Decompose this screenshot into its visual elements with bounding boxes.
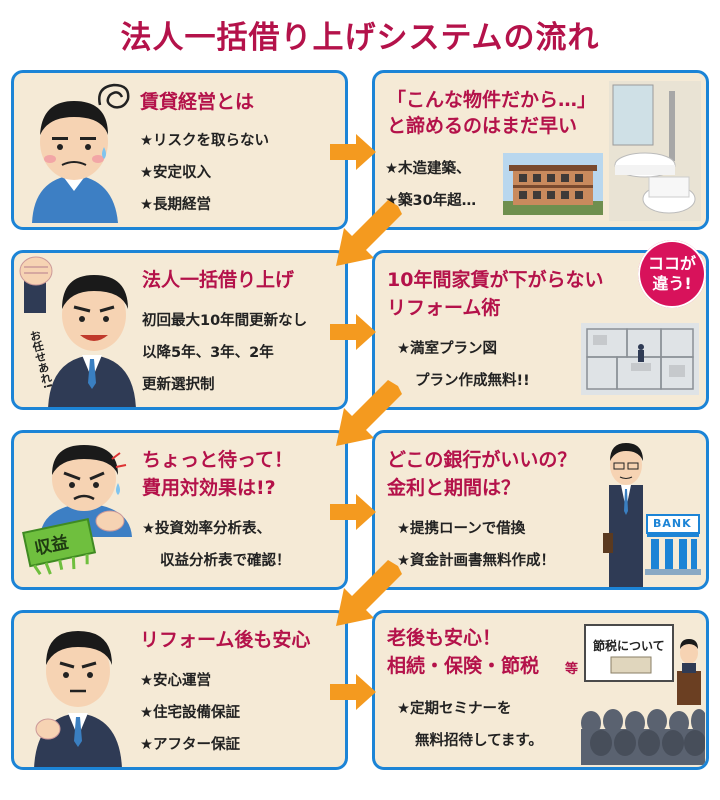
step-title-line: 「こんな物件だから…」 xyxy=(387,89,597,111)
arrow-diagonal-2 xyxy=(336,380,402,446)
step-title-line: 金利と期間は？ xyxy=(387,477,521,499)
old-apartment-photo xyxy=(503,153,603,215)
businessman-fist-illustration xyxy=(34,631,122,767)
banker-with-glasses-illustration xyxy=(603,443,643,587)
step-panel-cost-effect: 収益 ちょっと待って！ 費用対効果は!? ★投資効率分析表、 収益分析表で確認！ xyxy=(11,430,348,590)
raised-fist-icon xyxy=(19,256,53,313)
seminar-board-text: 節税について xyxy=(593,639,665,653)
arrow-right-1 xyxy=(330,134,376,170)
step-panel-rental-management: 賃貸経営とは ★リスクを取らない ★安定収入 ★長期経営 xyxy=(11,70,348,230)
profit-sign-icon xyxy=(22,517,97,575)
step-item: ★木造建築、 xyxy=(385,161,471,177)
floor-plan-image xyxy=(581,323,699,395)
step-item: ★安心運営 xyxy=(140,673,211,689)
step-title-line: 老後も安心！ xyxy=(387,627,502,649)
arrow-right-4 xyxy=(330,674,376,710)
step-item: 以降5年、3年、2年 xyxy=(142,345,274,361)
step-title-line: ちょっと待って！ xyxy=(142,449,294,471)
step-item: 更新選択制 xyxy=(142,377,215,393)
step-item: 初回最大10年間更新なし xyxy=(142,313,308,329)
worried-man-illustration xyxy=(32,101,118,223)
step-title-line: 費用対効果は!? xyxy=(142,477,276,499)
step-item: ★投資効率分析表、 xyxy=(142,521,271,537)
step-item: ★資金計画書無料作成！ xyxy=(397,553,555,569)
bank-sign-text: BANK xyxy=(653,517,692,530)
step-title: 賃貸経営とは xyxy=(140,91,255,113)
old-bathroom-photo xyxy=(609,81,701,221)
step-item: ★アフター保証 xyxy=(140,737,240,753)
step-item: ★定期セミナーを xyxy=(397,701,512,717)
step-item: プラン作成無料!! xyxy=(415,373,530,389)
step-panel-bank-loan: どこの銀行がいいの？ 金利と期間は？ ★提携ローンで借換 ★資金計画書無料作成！… xyxy=(372,430,709,590)
step-item: ★築30年超… xyxy=(385,193,477,209)
worry-scribble-icon xyxy=(98,83,130,109)
step-title-line: と諦めるのはまだ早い xyxy=(387,115,578,137)
step-title: 法人一括借り上げ xyxy=(142,269,295,291)
step-panel-bulk-lease: 法人一括借り上げ 初回最大10年間更新なし 以降5年、3年、2年 更新選択制 お… xyxy=(11,250,348,410)
step-title-line: 相続・保険・節税 xyxy=(387,655,540,677)
step-item: ★安定収入 xyxy=(140,165,211,181)
arrow-right-3 xyxy=(330,494,376,530)
arrow-diagonal-1 xyxy=(336,200,402,266)
step-title-line: どこの銀行がいいの？ xyxy=(387,449,577,471)
arrow-diagonal-3 xyxy=(336,560,402,626)
step-item: ★長期経営 xyxy=(140,197,211,213)
badge-line: ココが xyxy=(647,254,696,273)
step-item: 収益分析表で確認！ xyxy=(160,553,291,569)
page-title: 法人一括借り上げシステムの流れ xyxy=(120,20,600,56)
highlight-badge: ココが 違う! xyxy=(638,240,706,308)
step-panel-after-reform: リフォーム後も安心 ★安心運営 ★住宅設備保証 ★アフター保証 xyxy=(11,610,348,770)
pushing-hand-icon xyxy=(95,510,125,532)
confident-businessman-illustration xyxy=(48,275,136,407)
step-item: ★満室プラン図 xyxy=(397,341,497,357)
step-item: 無料招待してます。 xyxy=(415,733,543,749)
arrow-right-2 xyxy=(330,314,376,350)
badge-line: 違う! xyxy=(652,274,692,293)
step-title: リフォーム後も安心 xyxy=(140,629,311,651)
seminar-audience-illustration xyxy=(581,624,705,765)
step-panel-property-age: 「こんな物件だから…」 と諦めるのはまだ早い ★木造建築、 ★築30年超… xyxy=(372,70,709,230)
step-panel-retirement: 老後も安心！ 相続・保険・節税 等 ★定期セミナーを 無料招待してます。 節税に… xyxy=(372,610,709,770)
step-item: ★提携ローンで借換 xyxy=(397,521,526,537)
step-title-suffix: 等 xyxy=(565,662,579,677)
step-item: ★リスクを取らない xyxy=(140,133,269,149)
step-item: ★住宅設備保証 xyxy=(140,705,240,721)
bank-building-icon xyxy=(645,514,701,575)
step-title-line: リフォーム術 xyxy=(387,297,501,319)
step-title-line: 10年間家賃が下がらない xyxy=(387,269,604,291)
